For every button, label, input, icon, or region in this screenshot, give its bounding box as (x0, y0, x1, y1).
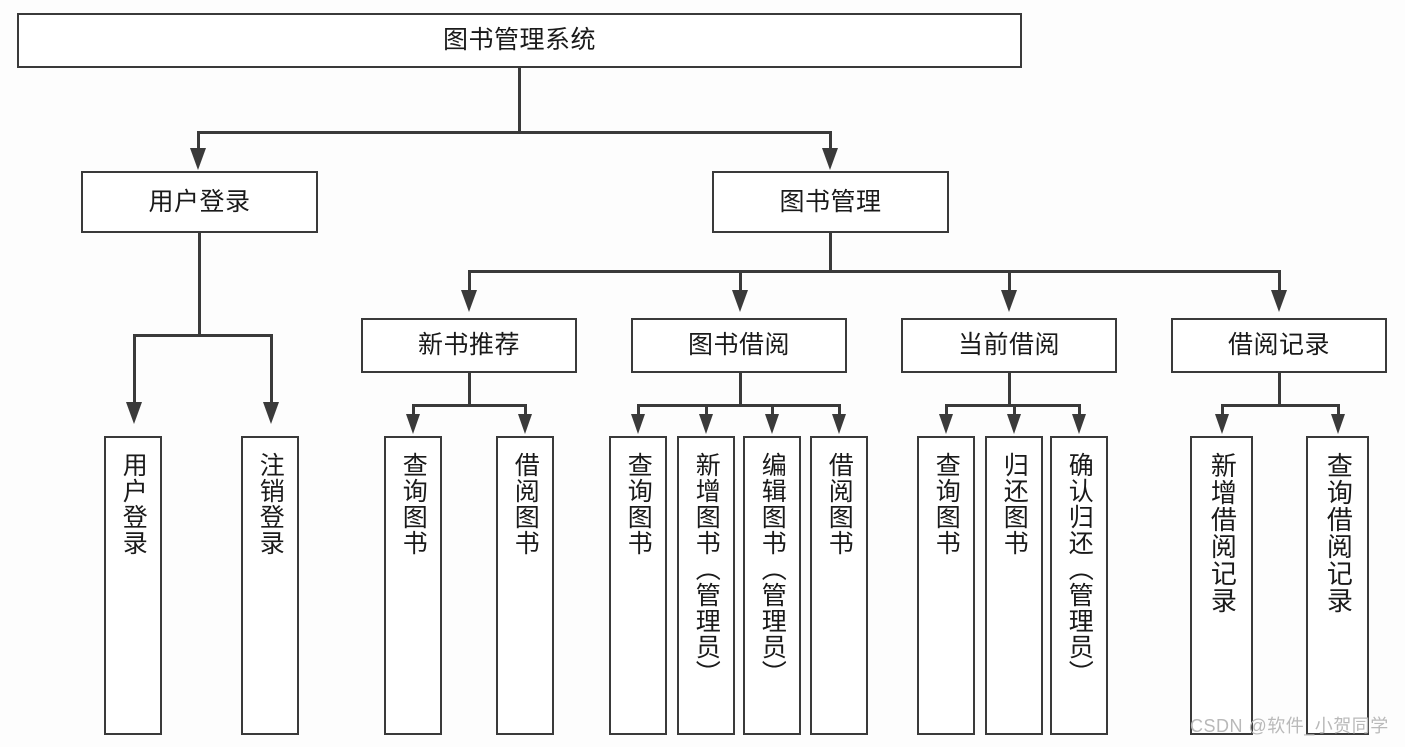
connector-root-stem (518, 68, 521, 132)
node-leaf-query-book-current[interactable]: 查询图书 (917, 436, 975, 735)
connector-book-borrow-to-leaf-1 (637, 404, 640, 416)
node-borrow-record[interactable]: 借阅记录 (1171, 318, 1387, 373)
node-label: 新增借阅记录 (1207, 452, 1238, 614)
node-label: 用户登录 (119, 452, 148, 556)
connector-new-book-to-leaf-2 (524, 404, 527, 416)
arrow-book-borrow-to-leaf-1 (631, 414, 645, 434)
node-label: 归还图书 (1000, 452, 1029, 556)
node-leaf-add-book[interactable]: 新增图书（管理员） (677, 436, 735, 735)
node-current-borrow[interactable]: 当前借阅 (901, 318, 1117, 373)
arrow-book-manage-to-borrow (732, 290, 748, 312)
connector-current-borrow-bus (945, 404, 1080, 407)
connector-new-book-stem (468, 373, 471, 406)
node-leaf-return-book[interactable]: 归还图书 (985, 436, 1043, 735)
connector-current-borrow-stem (1008, 373, 1011, 406)
connector-user-login-stem (198, 233, 201, 335)
connector-user-login-to-leaf-2 (270, 334, 273, 406)
node-label: 查询图书 (399, 452, 428, 556)
arrow-current-borrow-to-leaf-3 (1072, 414, 1086, 434)
node-leaf-user-login[interactable]: 用户登录 (104, 436, 162, 735)
node-label: 当前借阅 (957, 331, 1060, 360)
arrow-borrow-record-to-leaf-2 (1331, 414, 1345, 434)
node-label: 注销登录 (256, 452, 285, 556)
connector-book-manage-to-current (1008, 270, 1011, 294)
arrow-current-borrow-to-leaf-1 (939, 414, 953, 434)
connector-user-login-to-leaf-1 (133, 334, 136, 406)
connector-book-manage-to-borrow (739, 270, 742, 294)
node-label: 查询借阅记录 (1323, 452, 1354, 614)
node-leaf-edit-book[interactable]: 编辑图书（管理员） (743, 436, 801, 735)
node-user-login[interactable]: 用户登录 (81, 171, 318, 233)
arrow-book-manage-to-new-book (461, 290, 477, 312)
arrow-book-manage-to-current (1001, 290, 1017, 312)
arrow-user-login-to-leaf-2 (263, 402, 279, 424)
connector-root-to-book-manage (829, 131, 832, 153)
node-leaf-query-book-recommend[interactable]: 查询图书 (384, 436, 442, 735)
connector-book-manage-bus (468, 270, 1280, 273)
arrow-book-borrow-to-leaf-3 (765, 414, 779, 434)
arrow-book-borrow-to-leaf-4 (832, 414, 846, 434)
arrow-current-borrow-to-leaf-2 (1007, 414, 1021, 434)
node-leaf-logout[interactable]: 注销登录 (241, 436, 299, 735)
node-leaf-borrow-book[interactable]: 借阅图书 (810, 436, 868, 735)
connector-book-borrow-to-leaf-4 (838, 404, 841, 416)
node-label: 用户登录 (148, 187, 251, 216)
connector-book-borrow-to-leaf-2 (705, 404, 708, 416)
arrow-book-borrow-to-leaf-2 (699, 414, 713, 434)
node-label: 新增图书（管理员） (692, 452, 721, 686)
connector-book-manage-to-new-book (468, 270, 471, 294)
node-label: 图书管理系统 (442, 26, 596, 55)
node-leaf-add-borrow-record[interactable]: 新增借阅记录 (1190, 436, 1253, 735)
node-root-system[interactable]: 图书管理系统 (17, 13, 1022, 68)
connector-borrow-record-to-leaf-2 (1337, 404, 1340, 416)
arrow-root-to-book-manage (822, 148, 838, 170)
node-leaf-query-book-borrow[interactable]: 查询图书 (609, 436, 667, 735)
node-label: 借阅记录 (1227, 331, 1330, 360)
connector-book-borrow-stem (739, 373, 742, 406)
connector-borrow-record-to-leaf-1 (1221, 404, 1224, 416)
watermark: CSDN @软件_小贺同学 (1190, 716, 1389, 736)
node-leaf-borrow-book-recommend[interactable]: 借阅图书 (496, 436, 554, 735)
node-label: 查询图书 (932, 452, 961, 556)
connector-new-book-to-leaf-1 (412, 404, 415, 416)
connector-root-to-user-login (197, 131, 200, 153)
node-label: 查询图书 (624, 452, 653, 556)
node-label: 借阅图书 (511, 452, 540, 556)
node-label: 借阅图书 (825, 452, 854, 556)
arrow-borrow-record-to-leaf-1 (1215, 414, 1229, 434)
node-label: 图书管理 (779, 187, 882, 216)
node-label: 图书借阅 (687, 331, 790, 360)
arrow-user-login-to-leaf-1 (126, 402, 142, 424)
node-label: 编辑图书（管理员） (758, 452, 787, 686)
connector-borrow-record-bus (1221, 404, 1339, 407)
connector-current-borrow-to-leaf-1 (945, 404, 948, 416)
connector-root-bus (197, 131, 831, 134)
connector-book-borrow-to-leaf-3 (771, 404, 774, 416)
node-new-book-recommend[interactable]: 新书推荐 (361, 318, 577, 373)
connector-book-manage-to-record (1278, 270, 1281, 294)
connector-book-borrow-bus (637, 404, 840, 407)
node-label: 确认归还（管理员） (1065, 452, 1094, 686)
connector-borrow-record-stem (1278, 373, 1281, 406)
node-leaf-confirm-return[interactable]: 确认归还（管理员） (1050, 436, 1108, 735)
node-book-borrow[interactable]: 图书借阅 (631, 318, 847, 373)
arrow-book-manage-to-record (1271, 290, 1287, 312)
arrow-root-to-user-login (190, 148, 206, 170)
connector-current-borrow-to-leaf-3 (1078, 404, 1081, 416)
connector-current-borrow-to-leaf-2 (1013, 404, 1016, 416)
connector-book-manage-stem (829, 233, 832, 272)
connector-user-login-bus (133, 334, 272, 337)
connector-new-book-bus (412, 404, 526, 407)
node-book-manage[interactable]: 图书管理 (712, 171, 949, 233)
arrow-new-book-to-leaf-1 (406, 414, 420, 434)
node-leaf-query-borrow-record[interactable]: 查询借阅记录 (1306, 436, 1369, 735)
node-label: 新书推荐 (417, 331, 520, 360)
arrow-new-book-to-leaf-2 (518, 414, 532, 434)
